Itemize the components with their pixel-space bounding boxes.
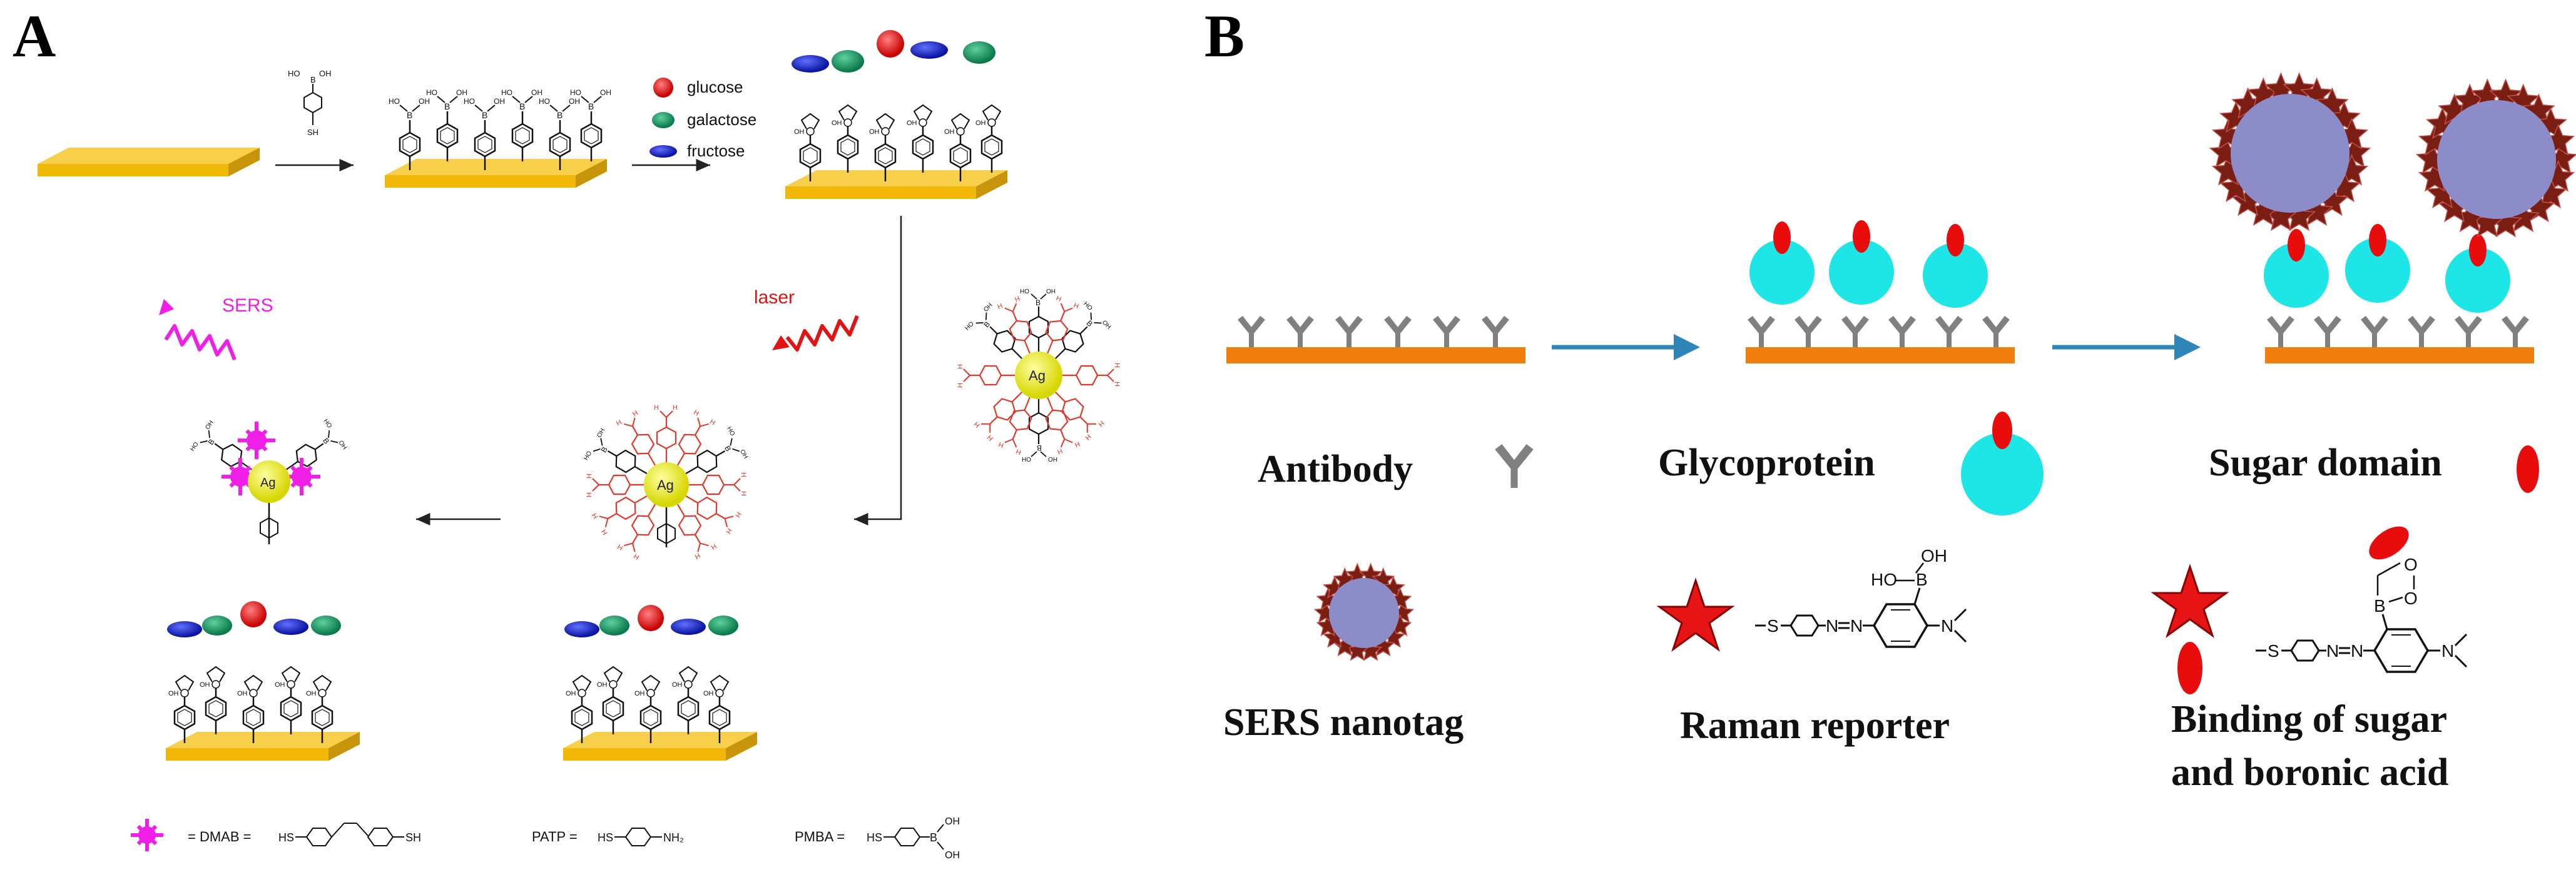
binding-n1: N bbox=[2326, 641, 2339, 661]
ag-label-binding: Ag bbox=[657, 477, 674, 493]
nanotag-core bbox=[2437, 100, 2556, 219]
reporter-s: S bbox=[1767, 616, 1779, 636]
dmab-hs: HS bbox=[278, 831, 294, 844]
glucose-legend-icon bbox=[653, 78, 673, 98]
ag-label-free: Ag bbox=[1029, 368, 1046, 383]
reporter-b: B bbox=[1916, 570, 1928, 589]
sers-nanotag-icon bbox=[1313, 562, 1415, 661]
binding-nme2: N bbox=[2441, 641, 2454, 661]
orange-substrate-1 bbox=[1226, 347, 1525, 363]
panel-b: B bbox=[1204, 3, 2576, 794]
pmba-structure bbox=[883, 824, 944, 850]
dmab-icon bbox=[131, 819, 163, 851]
binding-s: S bbox=[2268, 641, 2279, 661]
reporter-nme2: N bbox=[1941, 616, 1953, 636]
pmba-oh-top: OH bbox=[945, 816, 960, 827]
pmba-label: PMBA = bbox=[795, 829, 845, 844]
gold-substrate-mid bbox=[563, 605, 757, 761]
binding-sugar-icon bbox=[2177, 642, 2202, 694]
orange-substrate-2 bbox=[1746, 347, 2015, 363]
gold-substrate-sugar-bound bbox=[785, 30, 1007, 199]
patp-nh2: NH₂ bbox=[663, 831, 684, 844]
glycoprotein-label: Glycoprotein bbox=[1658, 442, 1875, 484]
binding-star-icon bbox=[2151, 564, 2229, 638]
sers-label: SERS bbox=[222, 295, 273, 316]
patp-structure bbox=[614, 828, 662, 846]
reagent-b: B bbox=[310, 75, 316, 84]
binding-o-top: O bbox=[2404, 555, 2418, 574]
patp-hs: HS bbox=[598, 831, 613, 844]
binding-label-line2: and boronic acid bbox=[2171, 751, 2448, 794]
laser-label: laser bbox=[754, 287, 795, 308]
reporter-n1: N bbox=[1826, 616, 1838, 636]
reagent-sh: SH bbox=[307, 128, 318, 137]
reporter-n2: N bbox=[1850, 616, 1863, 636]
binding-n2: N bbox=[2351, 641, 2363, 661]
patp-label: PATP = bbox=[532, 829, 578, 844]
reporter-ho: HO bbox=[1871, 570, 1897, 589]
gold-substrate-bare bbox=[38, 148, 260, 176]
ag-probe-free: Ag bbox=[955, 287, 1122, 464]
pmba-oh-bottom: OH bbox=[945, 850, 960, 861]
panel-a: A B HO OH SH bbox=[13, 3, 1122, 861]
ag-probe-dmab: Ag bbox=[188, 417, 349, 544]
binding-label-line1: Binding of sugar bbox=[2171, 698, 2447, 741]
glucose-legend-label: glucose bbox=[687, 78, 743, 96]
antibody-surface bbox=[1226, 316, 1525, 363]
orange-substrate-3 bbox=[2265, 347, 2534, 363]
gold-substrate-left bbox=[166, 601, 360, 761]
sers-signal: SERS bbox=[159, 295, 273, 361]
nanotag-bound-surface bbox=[2209, 72, 2576, 363]
nanotag-bound-2 bbox=[2415, 78, 2576, 238]
pmba-hs: HS bbox=[867, 831, 882, 844]
antibody-legend-icon bbox=[1495, 444, 1534, 488]
raman-reporter-label: Raman reporter bbox=[1680, 704, 1950, 747]
dmab-sh: SH bbox=[405, 831, 421, 844]
antibody-label: Antibody bbox=[1258, 448, 1413, 490]
arrow-step3 bbox=[854, 216, 902, 525]
glycoprotein-surface bbox=[1746, 220, 2015, 363]
fructose-legend-label: fructose bbox=[687, 141, 745, 160]
panel-a-letter: A bbox=[13, 3, 56, 69]
sugar-domain-icon bbox=[2517, 445, 2539, 493]
dmab-structure bbox=[295, 823, 404, 846]
ag-label-dmab: Ag bbox=[260, 476, 275, 490]
raman-reporter-structure: S N N B HO OH N bbox=[1755, 546, 1967, 648]
panel-b-letter: B bbox=[1204, 3, 1245, 69]
fructose-legend-icon bbox=[649, 145, 677, 158]
reagent-oh: OH bbox=[319, 69, 332, 78]
nanotag-bound-1 bbox=[2209, 72, 2371, 231]
nanotag-core bbox=[2231, 94, 2349, 213]
sugar-legend: glucose galactose fructose bbox=[649, 78, 756, 160]
bottom-legend: = DMAB = HS SH PATP = HS NH₂ PMBA = HS bbox=[131, 816, 960, 861]
gold-substrate-pba bbox=[385, 87, 613, 188]
laser-signal: laser bbox=[754, 287, 859, 352]
glycoprotein-legend-icon bbox=[1961, 412, 2044, 515]
raman-reporter-star-icon bbox=[1656, 577, 1735, 652]
ag-probe-binding: Ag bbox=[582, 403, 750, 562]
binding-structure: S N N B O O N bbox=[2256, 526, 2468, 673]
reagent-ho: HO bbox=[288, 69, 300, 78]
reporter-oh: OH bbox=[1921, 546, 1947, 565]
dmab-label: = DMAB = bbox=[188, 829, 251, 844]
galactose-legend-icon bbox=[652, 112, 675, 128]
binding-o-bottom: O bbox=[2404, 589, 2418, 608]
sers-nanotag-label: SERS nanotag bbox=[1223, 701, 1464, 744]
pmba-b: B bbox=[930, 831, 937, 844]
galactose-legend-label: galactose bbox=[687, 110, 756, 129]
binding-b: B bbox=[2374, 596, 2386, 616]
reagent-mpba: B HO OH SH bbox=[288, 69, 332, 137]
nanotag-core bbox=[1329, 578, 1399, 648]
sugar-domain-label: Sugar domain bbox=[2209, 442, 2442, 484]
